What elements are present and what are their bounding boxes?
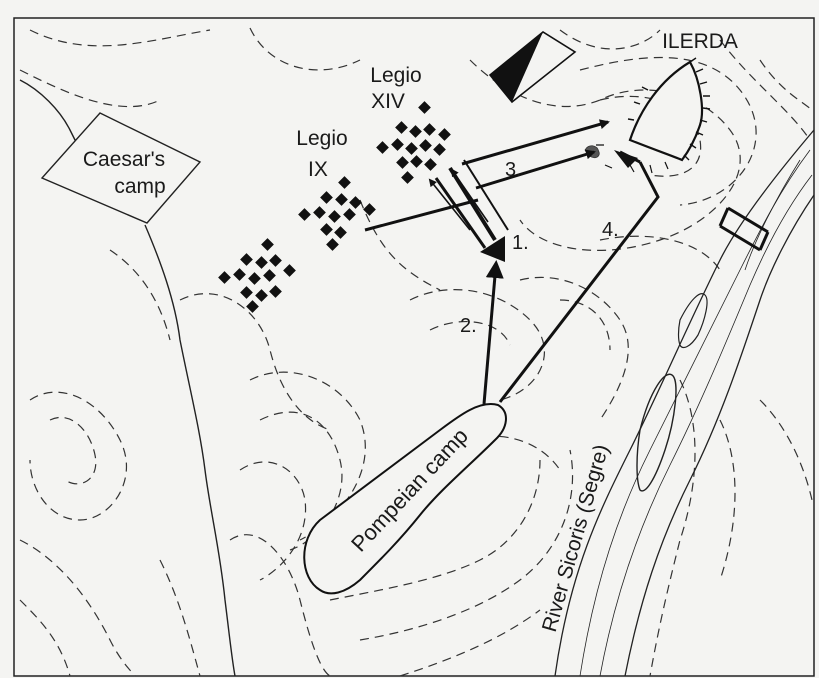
- caesars-camp-outline: [40, 112, 202, 224]
- legion-unit-icon: [349, 196, 362, 209]
- legio-ix-advance-line: [364, 198, 479, 232]
- legion-unit-icon: [313, 206, 326, 219]
- legion-unit-icon: [335, 193, 348, 206]
- legion-unit-icon: [433, 143, 446, 156]
- legion-unit-icon: [328, 210, 341, 223]
- legion-unit-icon: [424, 158, 437, 171]
- movement-arrow-3: [461, 119, 610, 190]
- legion-unit-icon: [376, 141, 389, 154]
- legion-unit-icon: [334, 226, 347, 239]
- legion-unit-icon: [269, 254, 282, 267]
- legio-xiv-formation: [376, 101, 451, 184]
- map-frame: [13, 17, 815, 677]
- caesars-camp-label-line2: camp: [114, 175, 165, 198]
- legion-unit-icon: [338, 176, 351, 189]
- movement-label-4: 4.: [602, 219, 619, 241]
- movement-arrow-4: [498, 150, 660, 403]
- legion-unit-icon: [255, 256, 268, 269]
- legion-unit-icon: [320, 191, 333, 204]
- legion-unit-icon: [326, 238, 339, 251]
- movement-label-2: 2.: [460, 315, 477, 337]
- pompeian-camp-outline: [303, 403, 507, 595]
- legio-ix-label-line1: Legio: [296, 127, 347, 150]
- legion-unit-icon: [405, 142, 418, 155]
- legion-unit-icon: [396, 156, 409, 169]
- ilerda-label: ILERDA: [662, 30, 738, 53]
- legion-unit-icon: [395, 121, 408, 134]
- stream-lower: [144, 224, 236, 677]
- legion-unit-icon: [320, 223, 333, 236]
- legion-unit-icon: [438, 128, 451, 141]
- legion-unit-icon: [218, 271, 231, 284]
- legion-unit-icon: [391, 138, 404, 151]
- legion-unit-icon: [410, 155, 423, 168]
- reserve-formation: [218, 238, 296, 313]
- legion-unit-icon: [255, 289, 268, 302]
- caesars-camp-label-line1: Caesar's: [83, 148, 165, 171]
- legion-unit-icon: [283, 264, 296, 277]
- legio-ix-label-line2: IX: [308, 158, 328, 181]
- legio-xiv-label-line1: Legio: [370, 64, 421, 87]
- north-arrow-icon: [488, 31, 577, 104]
- legion-unit-icon: [418, 101, 431, 114]
- movement-arrow-1: [428, 159, 509, 262]
- movement-label-3: 3.: [505, 159, 522, 181]
- legion-unit-icon: [240, 286, 253, 299]
- river-sicoris: [554, 129, 815, 677]
- legion-unit-icon: [240, 253, 253, 266]
- legion-unit-icon: [263, 269, 276, 282]
- movement-arrow-2: [482, 260, 504, 405]
- legion-unit-icon: [343, 208, 356, 221]
- legion-unit-icon: [233, 268, 246, 281]
- legio-xiv-label-line2: XIV: [371, 90, 405, 113]
- legion-unit-icon: [401, 171, 414, 184]
- legion-unit-icon: [269, 285, 282, 298]
- legion-unit-icon: [423, 123, 436, 136]
- legion-unit-icon: [363, 203, 376, 216]
- legion-unit-icon: [298, 208, 311, 221]
- movement-label-1: 1.: [512, 232, 529, 254]
- bridge: [718, 206, 770, 252]
- legion-unit-icon: [246, 300, 259, 313]
- legion-unit-icon: [419, 139, 432, 152]
- legion-unit-icon: [261, 238, 274, 251]
- legion-unit-icon: [248, 272, 261, 285]
- legion-unit-icon: [409, 125, 422, 138]
- legio-ix-formation: [298, 176, 376, 251]
